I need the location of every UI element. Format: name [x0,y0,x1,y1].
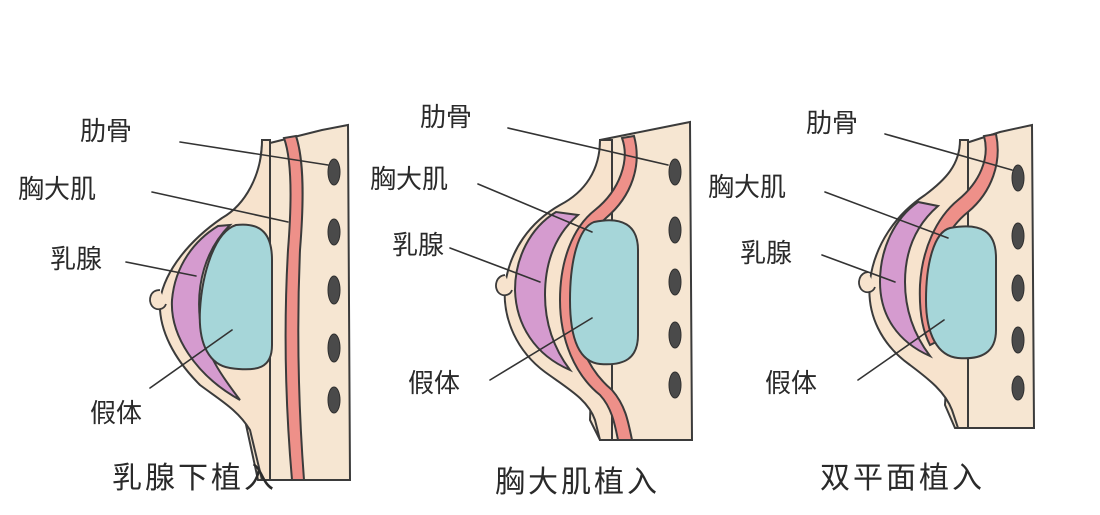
label-muscle: 胸大肌 [370,165,448,195]
ribs [1011,164,1025,401]
panel-dual-plane: 肋骨 胸大肌 乳腺 假体 双平面植入 [708,109,1036,496]
caption-dual-plane: 双平面植入 [820,461,985,496]
implant [198,223,273,371]
caption-submuscular: 胸大肌植入 [495,465,660,500]
ribs [668,158,682,399]
implant [568,219,639,366]
mammary-gland [170,223,241,401]
pectoralis-muscle [282,134,306,481]
mammary-gland [878,200,941,359]
nipple [495,274,513,297]
panel-submuscular: 肋骨 胸大肌 乳腺 假体 胸大肌植入 [370,103,694,500]
implant [924,225,997,360]
label-gland: 乳腺 [740,239,792,269]
label-gland: 乳腺 [392,231,444,261]
nipple [149,289,167,311]
label-implant: 假体 [765,369,817,399]
nipple [858,271,876,294]
label-muscle: 胸大肌 [18,175,96,205]
label-implant: 假体 [90,399,142,429]
mammary-gland [513,210,581,373]
label-rib: 肋骨 [420,103,472,133]
label-rib: 肋骨 [806,109,858,139]
panel-subglandular: 肋骨 胸大肌 乳腺 假体 乳腺下植入 [18,117,352,496]
label-muscle: 胸大肌 [708,173,786,203]
ribs [327,158,341,414]
label-implant: 假体 [408,369,460,399]
label-gland: 乳腺 [50,245,102,275]
caption-subglandular: 乳腺下植入 [112,461,277,496]
label-rib: 肋骨 [80,117,132,147]
